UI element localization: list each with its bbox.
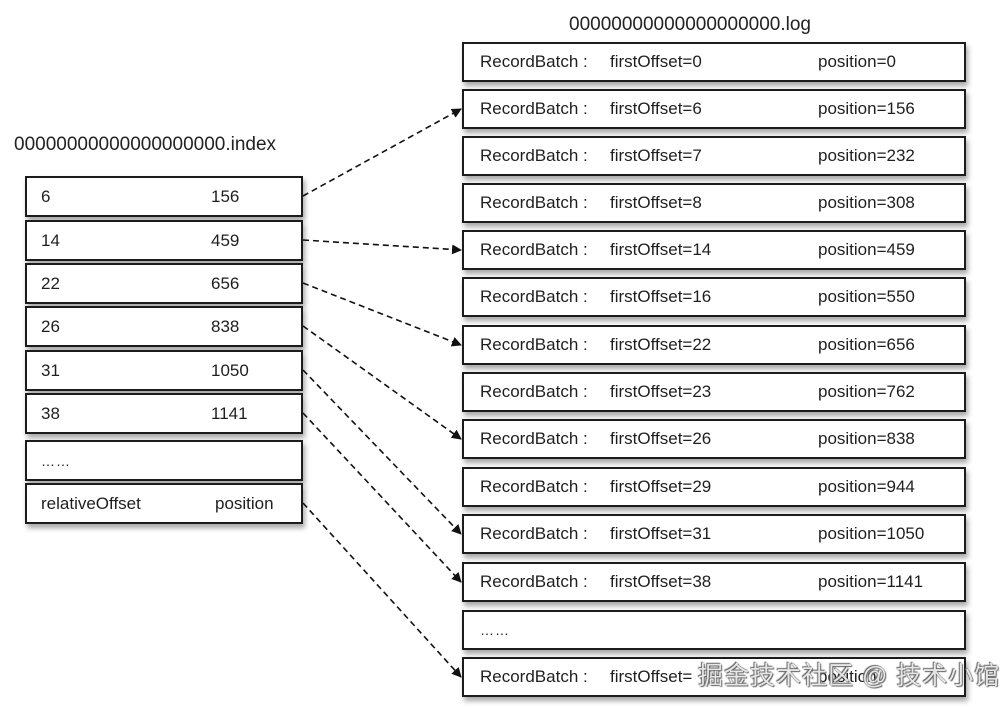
mapping-arrow xyxy=(302,239,462,255)
position-label: position xyxy=(215,493,274,513)
log-row: RecordBatch : firstOffset=29 position=944 xyxy=(462,467,966,507)
relative-offset: 14 xyxy=(41,230,60,250)
first-offset: firstOffset=23 xyxy=(610,382,712,401)
mapping-arrow xyxy=(302,325,462,440)
index-row: 14 459 xyxy=(25,220,303,261)
index-row: 6 156 xyxy=(25,176,303,217)
first-offset: firstOffset=8 xyxy=(610,193,702,212)
record-batch-label: RecordBatch : xyxy=(480,335,588,354)
first-offset: firstOffset=26 xyxy=(610,429,712,448)
relative-offset-label: relativeOffset xyxy=(41,493,141,513)
log-file-title: 00000000000000000000.log xyxy=(569,14,811,35)
ellipsis: …… xyxy=(41,452,71,469)
record-batch-label: RecordBatch : xyxy=(480,429,588,448)
position: 1141 xyxy=(211,403,248,423)
first-offset: firstOffset=14 xyxy=(610,240,712,259)
log-row: RecordBatch : firstOffset=26 position=838 xyxy=(462,419,966,459)
index-file-title: 00000000000000000000.index xyxy=(14,134,277,155)
log-row: RecordBatch : firstOffset=14 position=459 xyxy=(462,230,966,270)
log-row: RecordBatch : firstOffset=7 position=232 xyxy=(462,136,966,176)
first-offset: firstOffset=38 xyxy=(610,572,712,591)
record-batch-label: RecordBatch : xyxy=(480,572,588,591)
relative-offset: 22 xyxy=(41,273,60,293)
position: 156 xyxy=(211,186,240,206)
record-batch-label: RecordBatch : xyxy=(480,193,588,212)
position: position=0 xyxy=(818,52,896,71)
log-row: RecordBatch : firstOffset= position xyxy=(462,657,966,697)
position: position=1141 xyxy=(818,572,924,591)
record-batch-label: RecordBatch : xyxy=(480,382,588,401)
index-row: 26 838 xyxy=(25,306,303,347)
relative-offset: 38 xyxy=(41,403,60,423)
mapping-arrow xyxy=(302,369,462,535)
position: position=1050 xyxy=(818,524,925,543)
record-batch-label: RecordBatch : xyxy=(480,146,588,165)
position: position=232 xyxy=(818,146,915,165)
record-batch-label: RecordBatch : xyxy=(480,99,588,118)
log-row: RecordBatch : firstOffset=6 position=156 xyxy=(462,89,966,129)
position: 656 xyxy=(211,273,240,293)
log-ellipsis-row: …… xyxy=(462,610,966,650)
relative-offset: 6 xyxy=(41,186,51,206)
ellipsis: …… xyxy=(480,622,510,638)
index-ellipsis-row: …… xyxy=(25,440,303,481)
first-offset: firstOffset=31 xyxy=(610,524,712,543)
position: position=762 xyxy=(818,382,915,401)
record-batch-label: RecordBatch : xyxy=(480,52,588,71)
record-batch-label: RecordBatch : xyxy=(480,477,588,496)
relative-offset: 26 xyxy=(41,316,60,336)
log-row: RecordBatch : firstOffset=38 position=1141 xyxy=(462,562,966,602)
index-row: 22 656 xyxy=(25,263,303,304)
index-header-row: relativeOffset position xyxy=(25,483,303,524)
position: position=459 xyxy=(818,240,915,259)
record-batch-label: RecordBatch : xyxy=(480,287,588,306)
first-offset: firstOffset=22 xyxy=(610,335,712,354)
log-row: RecordBatch : firstOffset=31 position=1050 xyxy=(462,514,966,554)
position: 838 xyxy=(211,316,240,336)
position: position=156 xyxy=(818,99,915,118)
log-row: RecordBatch : firstOffset=0 position=0 xyxy=(462,42,966,82)
position: position=944 xyxy=(818,477,915,496)
index-row: 31 1050 xyxy=(25,350,303,391)
record-batch-label: RecordBatch : xyxy=(480,667,588,686)
mapping-arrow xyxy=(302,282,462,347)
log-row: RecordBatch : firstOffset=22 position=656 xyxy=(462,325,966,365)
first-offset: firstOffset=16 xyxy=(610,287,712,306)
mapping-arrow xyxy=(302,502,462,678)
position: position xyxy=(818,667,877,686)
index-row: 38 1141 xyxy=(25,393,303,434)
position: position=656 xyxy=(818,335,915,354)
position: position=550 xyxy=(818,287,915,306)
first-offset: firstOffset=29 xyxy=(610,477,712,496)
mapping-arrow xyxy=(302,108,462,197)
position: position=308 xyxy=(818,193,915,212)
position: 459 xyxy=(211,230,240,250)
first-offset: firstOffset=7 xyxy=(610,146,702,165)
first-offset: firstOffset=6 xyxy=(610,99,702,118)
log-row: RecordBatch : firstOffset=23 position=762 xyxy=(462,372,966,412)
watermark: 掘金技术社区 @ 技术小馆 xyxy=(698,662,1001,690)
record-batch-label: RecordBatch : xyxy=(480,524,588,543)
position: position=838 xyxy=(818,429,915,448)
relative-offset: 31 xyxy=(41,360,60,380)
first-offset: firstOffset= xyxy=(610,667,693,686)
record-batch-label: RecordBatch : xyxy=(480,240,588,259)
mapping-arrow xyxy=(302,412,462,583)
log-row: RecordBatch : firstOffset=8 position=308 xyxy=(462,183,966,223)
first-offset: firstOffset=0 xyxy=(610,52,702,71)
log-row: RecordBatch : firstOffset=16 position=550 xyxy=(462,277,966,317)
position: 1050 xyxy=(211,360,249,380)
